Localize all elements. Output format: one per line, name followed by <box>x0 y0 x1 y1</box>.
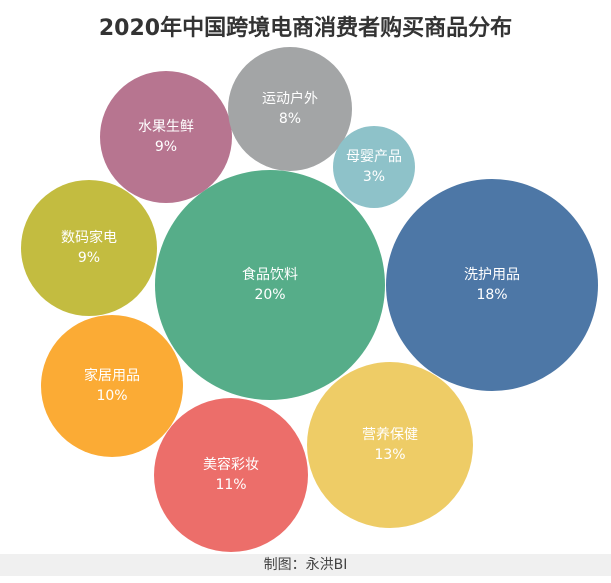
bubble-sports-outdoor[interactable]: 运动户外 8% <box>228 47 352 171</box>
bubble-value: 11% <box>215 477 247 493</box>
bubble-label: 水果生鲜 <box>138 119 194 135</box>
bubble-value: 18% <box>476 287 508 303</box>
bubble-beauty-makeup[interactable]: 美容彩妆 11% <box>154 398 308 552</box>
bubble-value: 9% <box>77 250 101 266</box>
bubble-value: 8% <box>278 111 302 127</box>
bubble-food-beverage[interactable]: 食品饮料 20% <box>155 170 385 400</box>
bubble-label: 营养保健 <box>362 427 418 443</box>
bubble-label: 运动户外 <box>262 91 318 107</box>
bubble-digital-appliances[interactable]: 数码家电 9% <box>21 180 157 316</box>
bubble-health-supplements[interactable]: 营养保健 13% <box>307 362 473 528</box>
bubble-value: 20% <box>254 287 286 303</box>
bubble-value: 10% <box>96 388 128 404</box>
bubble-label: 数码家电 <box>61 230 117 246</box>
bubble-value: 9% <box>154 139 178 155</box>
bubble-label: 母婴产品 <box>346 149 402 165</box>
bubble-label: 洗护用品 <box>464 267 520 283</box>
bubble-value: 13% <box>374 447 406 463</box>
bubble-label: 家居用品 <box>84 368 140 384</box>
bubble-label: 食品饮料 <box>242 267 298 283</box>
bubble-fresh-produce[interactable]: 水果生鲜 9% <box>100 71 232 203</box>
chart-title: 2020年中国跨境电商消费者购买商品分布 <box>98 16 513 41</box>
bubble-home-goods[interactable]: 家居用品 10% <box>41 315 183 457</box>
bubble-label: 美容彩妆 <box>203 457 259 473</box>
bubble-personal-care[interactable]: 洗护用品 18% <box>386 179 598 391</box>
bubble-mother-baby[interactable]: 母婴产品 3% <box>333 126 415 208</box>
bubble-value: 3% <box>362 169 386 185</box>
chart-credit: 制图：永洪BI <box>0 554 611 576</box>
